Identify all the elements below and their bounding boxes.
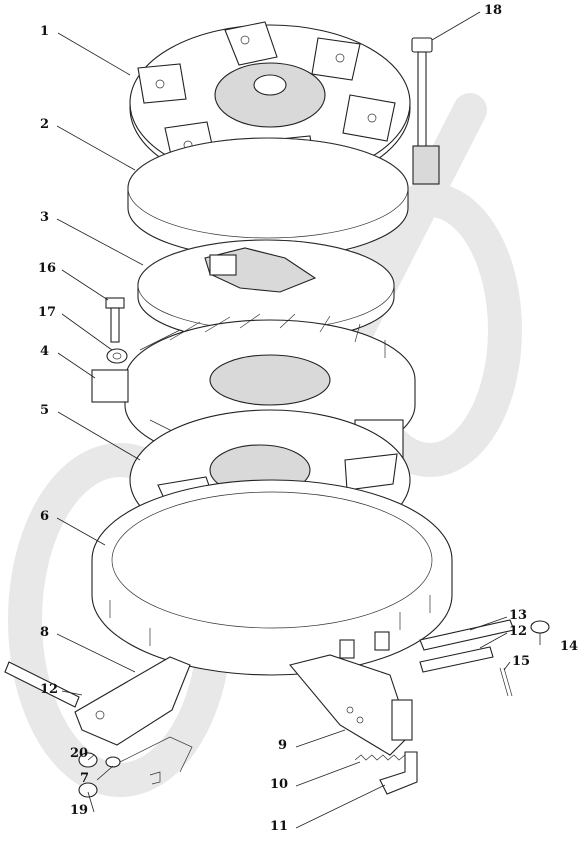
nut-part-17 (106, 348, 128, 364)
housing-part-6 (91, 479, 453, 676)
callout-4: 4 (40, 344, 49, 359)
callout-14: 14 (560, 639, 578, 654)
callout-11: 11 (270, 819, 288, 834)
callout-7: 7 (80, 771, 89, 786)
callout-12-right: 12 (509, 624, 527, 639)
callout-6: 6 (40, 509, 49, 524)
callout-8: 8 (40, 625, 49, 640)
callout-19: 19 (70, 803, 88, 818)
callout-1: 1 (40, 24, 49, 39)
callout-15: 15 (512, 654, 530, 669)
bolt-part-16 (105, 297, 125, 343)
callout-20: 20 (70, 746, 88, 761)
leader-lines (56, 11, 541, 829)
callout-3: 3 (40, 210, 49, 225)
lever-part-8 (74, 656, 191, 746)
elbow-part-11 (379, 751, 418, 795)
nut-part-14 (530, 620, 550, 634)
callout-2: 2 (40, 117, 49, 132)
callout-12-left: 12 (40, 682, 58, 697)
pin-part-12-left (4, 661, 80, 708)
callout-13: 13 (509, 608, 527, 623)
callout-17: 17 (38, 305, 56, 320)
callout-9: 9 (278, 738, 287, 753)
bolt-part-18 (411, 37, 440, 185)
callout-5: 5 (40, 403, 49, 418)
bracket-part-9 (289, 654, 413, 756)
callout-labels: 1 2 3 16 17 4 5 6 8 12 20 7 19 9 10 11 1… (38, 3, 578, 834)
callout-10: 10 (270, 777, 288, 792)
callout-16: 16 (38, 261, 56, 276)
spring-part-10 (354, 754, 406, 761)
cotter-pin-part-15 (499, 667, 513, 697)
callout-18: 18 (484, 3, 502, 18)
